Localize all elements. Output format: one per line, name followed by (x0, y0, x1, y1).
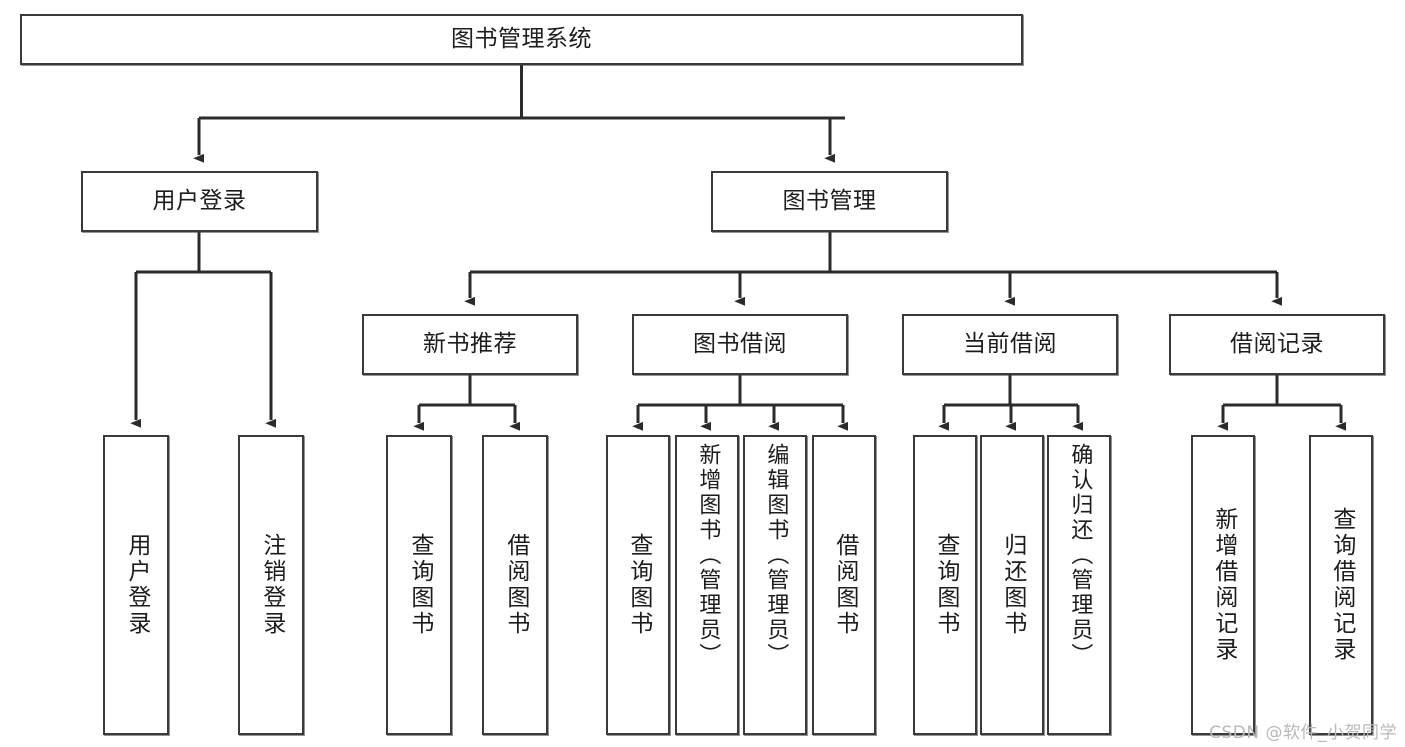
node-current-borrow[interactable]: 当前借阅 (902, 314, 1118, 375)
node-leaf-confirm-return[interactable]: 确认归还（管理员） (1047, 435, 1111, 735)
node-root[interactable]: 图书管理系统 (20, 14, 1023, 65)
node-root-label: 图书管理系统 (451, 25, 592, 52)
node-leaf-query-record[interactable]: 查询借阅记录 (1309, 435, 1373, 735)
node-borrow-record-label: 借阅记录 (1230, 330, 1324, 357)
node-leaf-confirm-return-label: 确认归还（管理员） (1067, 443, 1093, 668)
node-leaf-logout[interactable]: 注销登录 (238, 435, 304, 735)
node-leaf-return-book-label: 归还图书 (999, 533, 1026, 637)
node-leaf-query-record-label: 查询借阅记录 (1328, 507, 1355, 663)
node-book-borrow-label: 图书借阅 (693, 330, 787, 357)
node-new-book-recommend[interactable]: 新书推荐 (362, 314, 578, 375)
node-leaf-borrow-book-2-label: 借阅图书 (831, 533, 858, 637)
node-leaf-query-book-1-label: 查询图书 (406, 533, 433, 637)
node-leaf-borrow-book-1-label: 借阅图书 (502, 533, 529, 637)
node-leaf-edit-book[interactable]: 编辑图书（管理员） (743, 435, 807, 735)
node-leaf-add-record[interactable]: 新增借阅记录 (1191, 435, 1255, 735)
node-leaf-borrow-book-2[interactable]: 借阅图书 (812, 435, 876, 735)
node-user-login-label: 用户登录 (152, 187, 247, 214)
node-book-manage-label: 图书管理 (782, 187, 877, 214)
node-book-borrow[interactable]: 图书借阅 (632, 314, 848, 375)
node-leaf-add-record-label: 新增借阅记录 (1210, 507, 1237, 663)
node-leaf-return-book[interactable]: 归还图书 (980, 435, 1044, 735)
node-user-login[interactable]: 用户登录 (81, 171, 318, 232)
node-leaf-edit-book-label: 编辑图书（管理员） (763, 443, 789, 668)
node-leaf-user-login-label: 用户登录 (123, 533, 150, 637)
node-current-borrow-label: 当前借阅 (963, 330, 1057, 357)
node-leaf-query-book-1[interactable]: 查询图书 (386, 435, 452, 735)
node-borrow-record[interactable]: 借阅记录 (1169, 314, 1385, 375)
node-leaf-borrow-book-1[interactable]: 借阅图书 (482, 435, 548, 735)
node-leaf-query-book-3-label: 查询图书 (932, 533, 959, 637)
csdn-watermark: CSDN @软件_小贺同学 (1209, 723, 1397, 743)
node-leaf-user-login[interactable]: 用户登录 (103, 435, 169, 735)
node-leaf-logout-label: 注销登录 (258, 533, 285, 637)
node-book-manage[interactable]: 图书管理 (711, 171, 948, 232)
node-leaf-query-book-2[interactable]: 查询图书 (606, 435, 670, 735)
node-leaf-query-book-3[interactable]: 查询图书 (913, 435, 977, 735)
node-leaf-add-book[interactable]: 新增图书（管理员） (675, 435, 739, 735)
node-leaf-add-book-label: 新增图书（管理员） (695, 443, 721, 668)
node-new-book-recommend-label: 新书推荐 (423, 330, 517, 357)
node-leaf-query-book-2-label: 查询图书 (625, 533, 652, 637)
